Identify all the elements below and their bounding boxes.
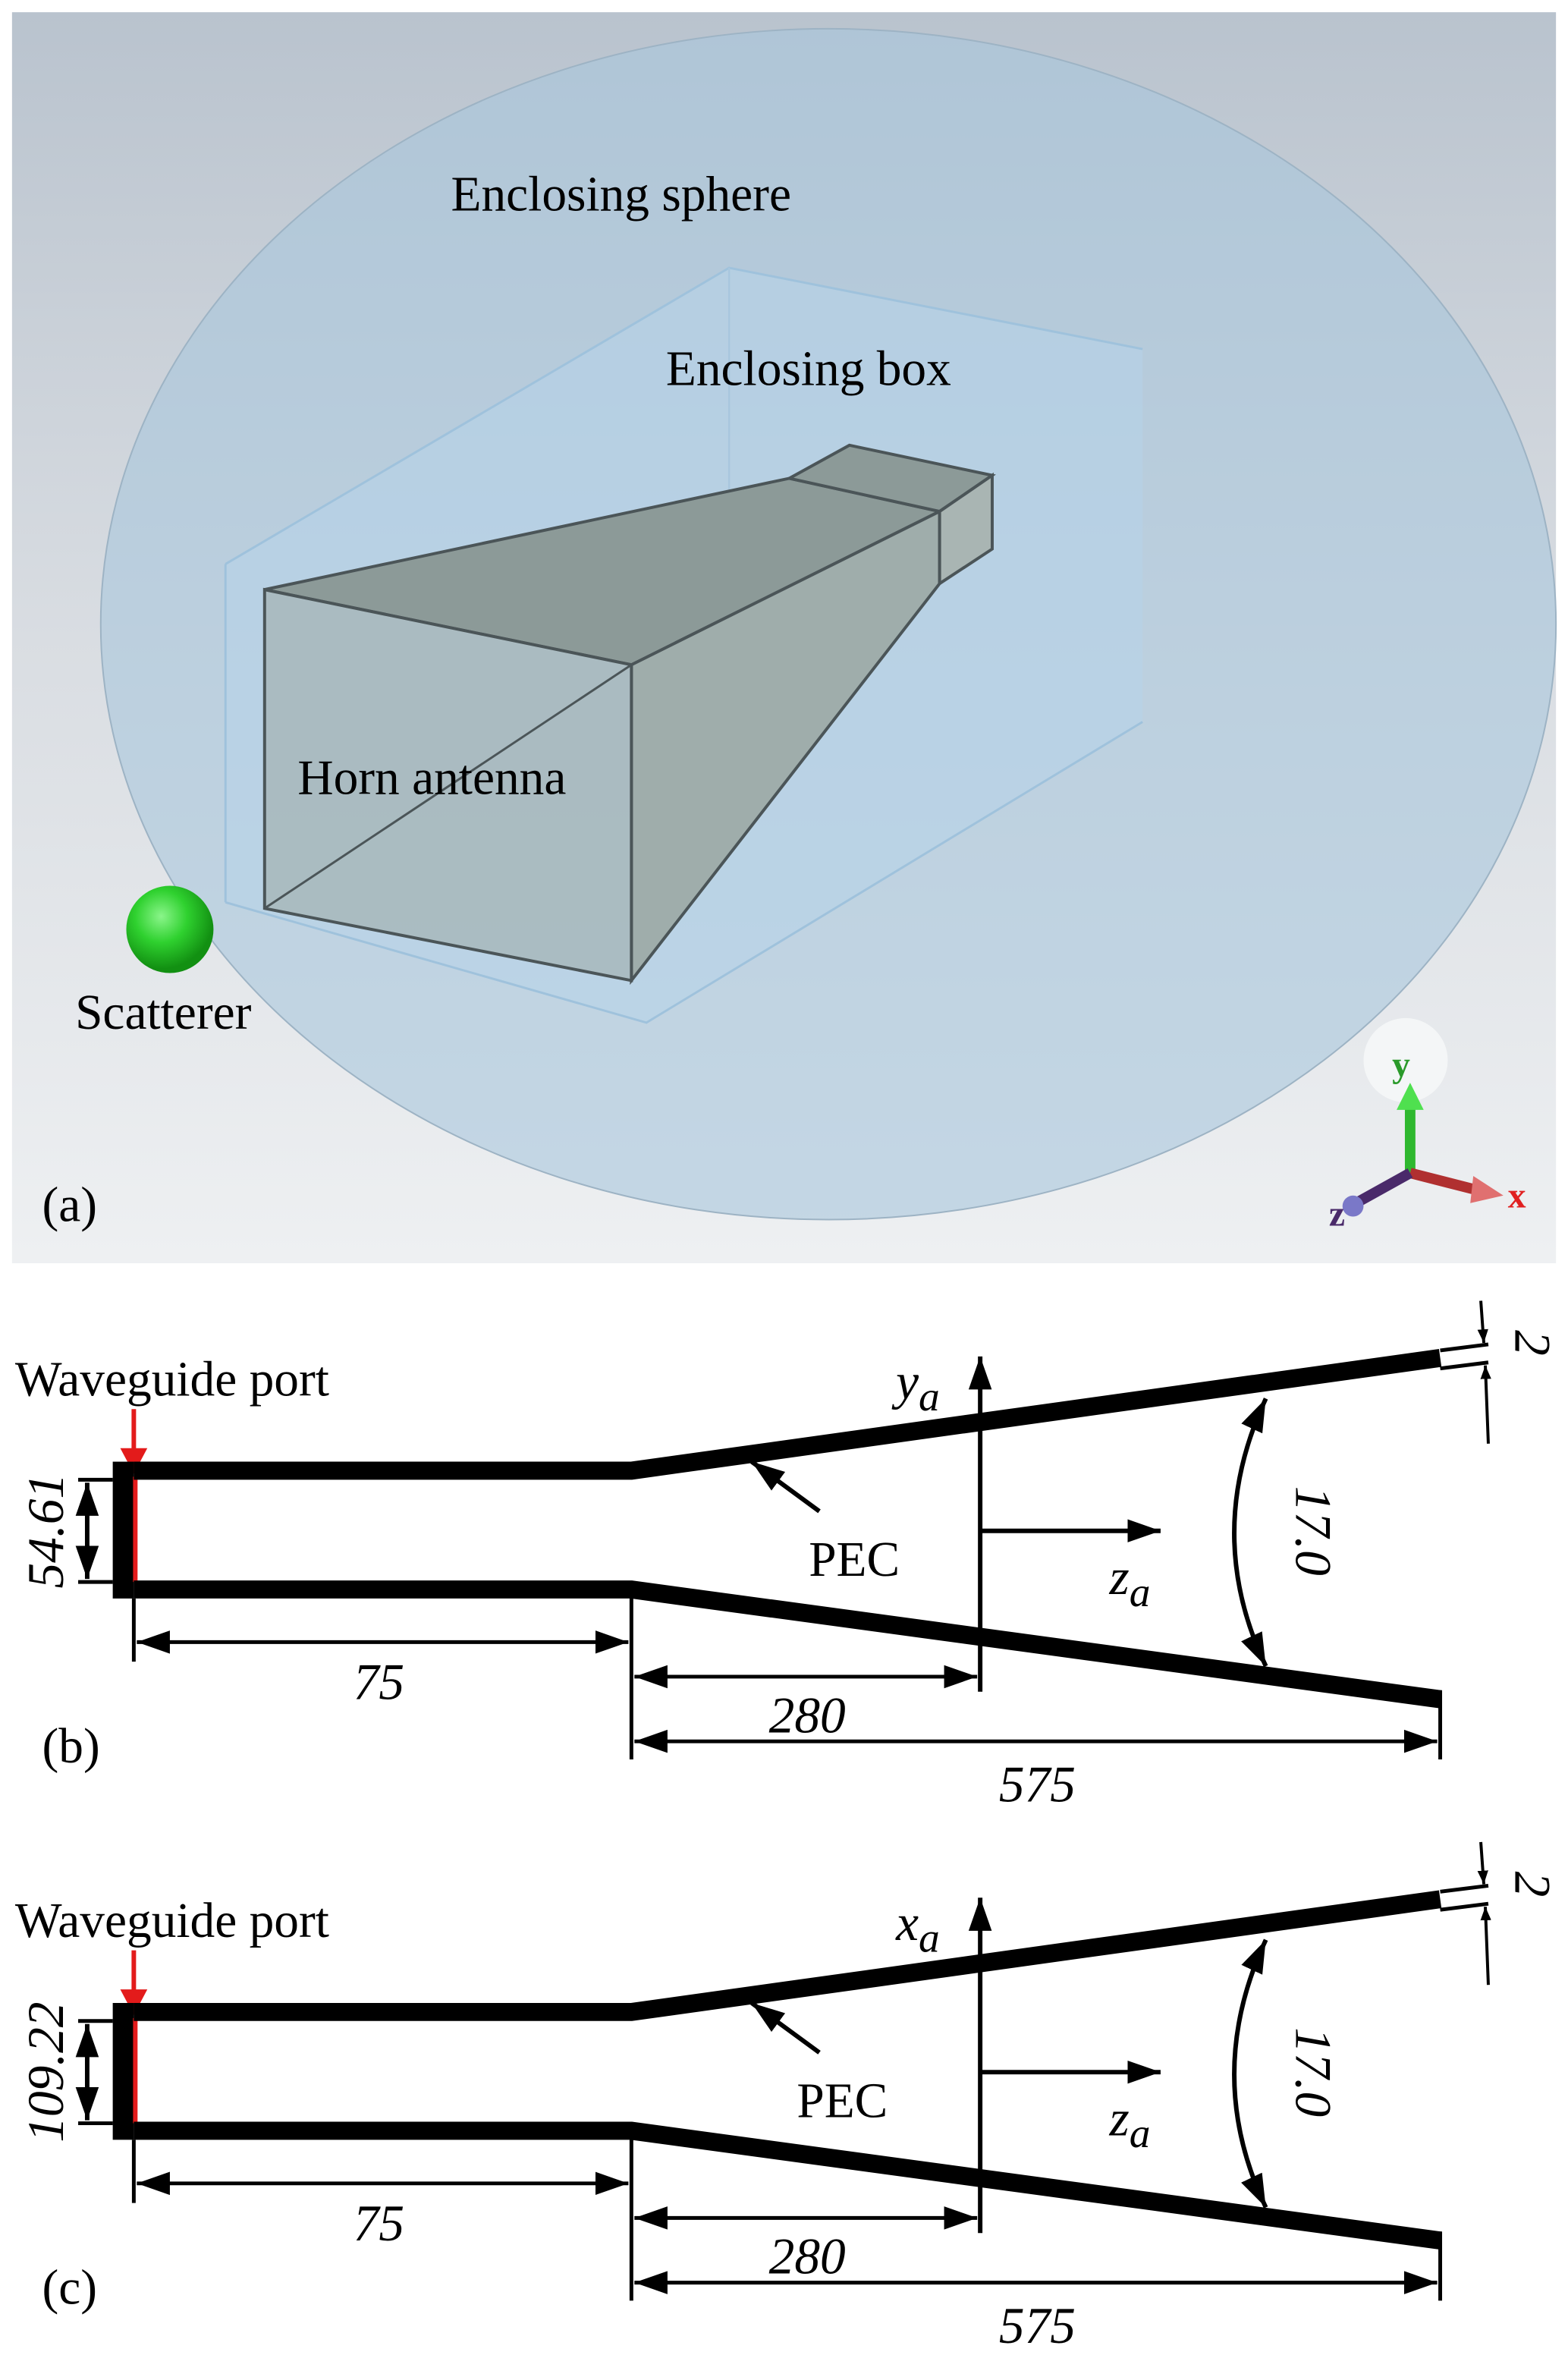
y-axis-label: y — [1392, 1045, 1410, 1085]
axis-triad-icon: y x z — [1329, 1017, 1526, 1234]
horn-lower-wall — [134, 2121, 1442, 2250]
pec-leader — [750, 1460, 821, 1514]
enclosing-sphere-label: Enclosing sphere — [451, 168, 791, 222]
horn-antenna-label: Horn antenna — [297, 751, 566, 806]
z-axis-label: z — [1329, 1194, 1345, 1234]
panel-c-xz-cross-section: Waveguide port 109.22 xa za PEC 17.0 2 7… — [15, 1841, 1561, 2354]
height-dimension-label: 109.22 — [17, 2002, 74, 2143]
waveguide-port-block — [112, 2002, 134, 2140]
wall-thickness-label: 2 — [1504, 1330, 1561, 1356]
flare-angle-label: 17.0 — [1284, 1486, 1341, 1576]
flare-angle-dimension — [1232, 1398, 1268, 1668]
dimension-280-label: 280 — [769, 2228, 846, 2285]
pec-leader — [750, 2001, 821, 2055]
pec-label: PEC — [809, 1533, 900, 1587]
horizontal-axis-label: za — [1109, 2089, 1151, 2157]
scatterer-label: Scatterer — [75, 986, 252, 1040]
vertical-axis-label: ya — [891, 1353, 940, 1420]
pec-label: PEC — [797, 2074, 888, 2129]
panel-b-label: (b) — [42, 1719, 99, 1774]
horn-upper-wall — [134, 1890, 1442, 2021]
horn-lower-wall — [134, 1580, 1442, 1709]
waveguide-port-label: Waveguide port — [15, 1352, 329, 1407]
panel-a-label: (a) — [42, 1178, 97, 1232]
height-dimension-label: 54.61 — [17, 1473, 74, 1589]
flare-angle-label: 17.0 — [1284, 2027, 1341, 2117]
panel-a-3d-model: Enclosing sphere Enclosing box Horn ante… — [11, 12, 1557, 1263]
waveguide-port-block — [112, 1461, 134, 1599]
dimension-75-label: 75 — [354, 2195, 404, 2252]
wall-thickness-dimension: 2 — [1440, 1841, 1561, 1986]
vertical-axis-label: xa — [895, 1894, 940, 1962]
dimension-575-label: 575 — [999, 1756, 1076, 1813]
horizontal-axis-label: za — [1109, 1549, 1151, 1616]
wall-thickness-label: 2 — [1504, 1872, 1561, 1898]
scatterer-sphere — [126, 885, 214, 973]
panel-c-label: (c) — [42, 2260, 97, 2315]
horn-antenna — [262, 443, 996, 986]
waveguide-port-label: Waveguide port — [15, 1894, 329, 1948]
dimension-280-label: 280 — [769, 1687, 846, 1743]
flare-angle-dimension — [1232, 1938, 1268, 2209]
dimension-575-label: 575 — [999, 2297, 1076, 2354]
x-axis-label: x — [1508, 1177, 1526, 1216]
enclosing-box-label: Enclosing box — [666, 342, 951, 397]
wall-thickness-dimension: 2 — [1440, 1300, 1561, 1444]
horn-upper-wall — [134, 1349, 1442, 1480]
panel-b-yz-cross-section: Waveguide port 54.61 ya za PEC 17.0 2 75 — [15, 1300, 1561, 1813]
dimension-75-label: 75 — [354, 1654, 404, 1711]
